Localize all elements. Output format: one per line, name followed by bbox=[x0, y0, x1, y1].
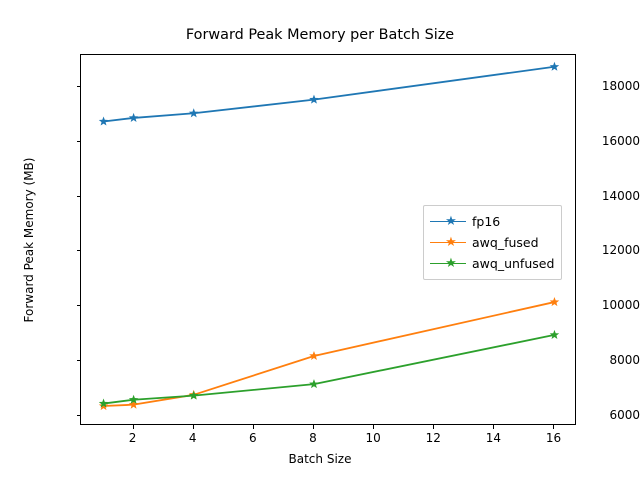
series-awq_unfused bbox=[98, 329, 560, 408]
legend-label: fp16 bbox=[472, 214, 501, 229]
legend-swatch: ★ bbox=[430, 234, 466, 250]
legend-line bbox=[430, 220, 466, 223]
x-tick-label: 14 bbox=[485, 431, 501, 445]
x-tick-label: 10 bbox=[365, 431, 381, 445]
y-tick-label: 12000 bbox=[601, 243, 640, 258]
x-tick-mark bbox=[433, 425, 435, 429]
series-line bbox=[102, 301, 556, 407]
y-tick-mark bbox=[76, 141, 80, 142]
y-tick-label: 10000 bbox=[601, 298, 640, 313]
y-tick-mark bbox=[76, 195, 80, 197]
chart-legend: ★ fp16 ★ awq_fused ★ awq_unfused bbox=[423, 205, 563, 280]
y-tick-mark bbox=[76, 250, 80, 252]
x-tick-label: 8 bbox=[309, 431, 317, 445]
legend-line bbox=[430, 241, 466, 244]
x-tick-label: 12 bbox=[425, 431, 441, 445]
legend-label: awq_unfused bbox=[472, 256, 555, 271]
x-tick-mark bbox=[373, 425, 375, 429]
y-tick-mark bbox=[76, 86, 80, 88]
chart-title: Forward Peak Memory per Batch Size bbox=[185, 27, 455, 43]
x-tick-mark bbox=[553, 425, 555, 429]
x-tick-mark bbox=[132, 425, 134, 429]
x-tick-label: 6 bbox=[249, 431, 257, 445]
data-point-marker bbox=[188, 108, 199, 118]
data-point-marker bbox=[98, 116, 109, 126]
data-point-marker bbox=[128, 394, 139, 404]
legend-line bbox=[430, 262, 466, 265]
y-tick-mark bbox=[76, 414, 80, 416]
legend-star-icon: ★ bbox=[445, 213, 457, 229]
y-tick-label: 8000 bbox=[609, 352, 640, 367]
data-point-marker bbox=[549, 61, 560, 71]
legend-label: awq_fused bbox=[472, 235, 539, 250]
x-axis-label: Batch Size bbox=[288, 452, 352, 466]
x-tick-label: 16 bbox=[545, 431, 562, 445]
data-point-marker bbox=[128, 399, 139, 409]
legend-item-awq_unfused[interactable]: ★ awq_unfused bbox=[430, 253, 554, 274]
series-awq_fused bbox=[98, 297, 560, 411]
data-point-marker bbox=[188, 390, 199, 400]
legend-star-icon: ★ bbox=[445, 234, 457, 250]
y-tick-label: 14000 bbox=[601, 188, 640, 203]
legend-item-awq_fused[interactable]: ★ awq_fused bbox=[430, 232, 554, 253]
data-point-marker bbox=[309, 94, 319, 104]
data-point-marker bbox=[128, 112, 139, 122]
y-tick-mark bbox=[76, 305, 80, 307]
series-canvas bbox=[98, 61, 560, 411]
x-tick-mark bbox=[252, 425, 254, 429]
series-fp16 bbox=[98, 61, 560, 126]
x-tick-mark bbox=[312, 425, 314, 429]
x-tick-label: 4 bbox=[188, 431, 197, 445]
series-line bbox=[102, 65, 556, 123]
y-tick-label: 18000 bbox=[601, 79, 640, 94]
legend-star-icon: ★ bbox=[445, 255, 457, 271]
y-tick-mark bbox=[76, 359, 80, 361]
data-point-marker bbox=[98, 398, 109, 408]
series-line bbox=[102, 333, 556, 405]
legend-swatch: ★ bbox=[430, 213, 466, 229]
y-axis-label: Forward Peak Memory (MB) bbox=[22, 157, 36, 322]
legend-swatch: ★ bbox=[430, 255, 466, 271]
legend-item-fp16[interactable]: ★ fp16 bbox=[430, 211, 554, 232]
data-point-marker bbox=[549, 297, 560, 307]
x-tick-label: 2 bbox=[128, 431, 137, 445]
x-tick-mark bbox=[493, 425, 495, 429]
data-point-marker bbox=[549, 329, 560, 339]
y-tick-label: 6000 bbox=[609, 407, 640, 422]
x-tick-mark bbox=[192, 425, 194, 429]
data-point-marker bbox=[309, 350, 319, 360]
data-point-marker bbox=[309, 379, 319, 389]
y-tick-label: 16000 bbox=[601, 134, 640, 148]
